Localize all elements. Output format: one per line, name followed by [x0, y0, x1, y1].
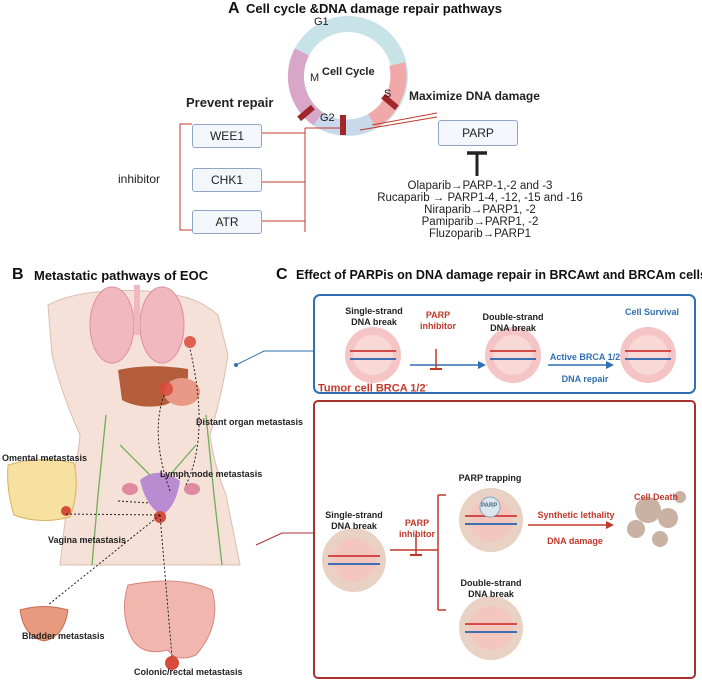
parp-trap-blob: [479, 496, 501, 518]
cell-death-label: Cell Death: [633, 492, 678, 502]
wt-parp-inhibitor-label: PARP inhibitor: [420, 310, 456, 331]
m-arc: [287, 48, 323, 126]
g1-label: G1: [314, 16, 329, 28]
wt-active-brca-label: Active BRCA 1/2: [549, 352, 621, 362]
mut-dsb-label: Double-strand DNA break: [460, 578, 522, 599]
panel-b-letter: B: [12, 266, 24, 283]
wt-dsb-label: Double-strand DNA break: [482, 312, 544, 333]
checkpoint-marker-g2: [340, 115, 346, 135]
drug-rucaparib: Rucaparib → PARP1-4, -12, -15 and -16: [377, 192, 583, 204]
tumor-cell-brca-title: Tumor cell BRCA 1/2-: [318, 382, 428, 395]
panel-a-letter: A: [228, 0, 240, 17]
chk1-box: CHK1: [192, 168, 262, 192]
distant-metastasis-label: Distant organ metastasis: [196, 417, 304, 427]
wt-cell-3: [620, 327, 676, 383]
metastasis-illustration: [7, 285, 241, 670]
colon: [124, 580, 216, 659]
m-label: M: [310, 72, 320, 84]
panel-a-title: Cell cycle &DNA damage repair pathways: [246, 1, 503, 16]
lymph-metastasis-label: Lymph node metastasis: [160, 469, 263, 479]
left-ovary: [122, 483, 138, 495]
drug-pamiparib: Pamiparib→PARP1, -2: [421, 216, 539, 228]
cell-cycle-center-label: Cell Cycle: [322, 66, 375, 78]
colonic-metastasis-label: Colonic/rectal metastasis: [134, 667, 243, 677]
cell-cycle-diagram: [179, 16, 487, 232]
wee1-box: WEE1: [192, 124, 262, 148]
g2-label: G2: [320, 112, 335, 124]
vagina-metastasis-label: Vagina metastasis: [48, 535, 127, 545]
drug-fluzoparib: Fluzoparib→PARP1: [428, 228, 532, 240]
panel-b-title: Metastatic pathways of EOC: [34, 268, 209, 283]
uterus: [140, 472, 180, 515]
wt-ssb-label: Single-strand DNA break: [345, 306, 403, 327]
inhibitor-bracket: [179, 123, 192, 231]
drug-niraparib: Niraparib→PARP1, -2: [424, 204, 536, 216]
parp-trapping-label: PARP trapping: [458, 473, 522, 483]
atr-box: ATR: [192, 210, 262, 234]
wt-cell-1: [345, 327, 401, 383]
mut-cell-1: [322, 528, 386, 592]
mut-cell-2: [459, 488, 523, 552]
synthetic-lethality-label: Synthetic lethality: [537, 510, 615, 520]
parp-drug-list: Olaparib→PARP-1,-2 and -3 Rucaparib → PA…: [356, 180, 604, 240]
mut-cell-3: [459, 596, 523, 660]
checkpoint-marker-m: [297, 104, 315, 122]
panel-c-title: Effect of PARPis on DNA damage repair in…: [296, 268, 702, 282]
mut-parp-inhibitor-label: PARP inhibitor: [399, 518, 435, 539]
dead-cell-blob: [627, 491, 686, 547]
parp-trap-tag: PARP: [481, 503, 498, 509]
omentum: [7, 458, 77, 521]
parp-effect-diagram: [234, 294, 696, 679]
prevent-repair-label: Prevent repair: [186, 95, 274, 110]
wt-cell-2: [485, 327, 541, 383]
omental-metastasis-label: Omental metastasis: [2, 453, 88, 463]
wt-cell-survival-label: Cell Survival: [624, 307, 680, 317]
s-arc: [367, 62, 407, 128]
inhibitor-label: inhibitor: [118, 172, 161, 186]
bladder-metastasis-label: Bladder metastasis: [22, 631, 105, 641]
checkpoint-marker-s: [381, 93, 399, 111]
drug-olaparib: Olaparib→PARP-1,-2 and -3: [407, 180, 553, 192]
mut-ssb-label: Single-strand DNA break: [325, 510, 383, 531]
wt-dna-repair-label: DNA repair: [561, 374, 609, 384]
s-label: S: [384, 88, 392, 100]
right-ovary: [184, 483, 200, 495]
bladder: [19, 606, 69, 642]
mut-dna-damage-label: DNA damage: [547, 536, 603, 546]
parp-box: PARP: [438, 120, 518, 146]
maximize-damage-label: Maximize DNA damage: [409, 89, 540, 103]
panel-c-letter: C: [276, 266, 288, 283]
stomach: [164, 378, 200, 406]
